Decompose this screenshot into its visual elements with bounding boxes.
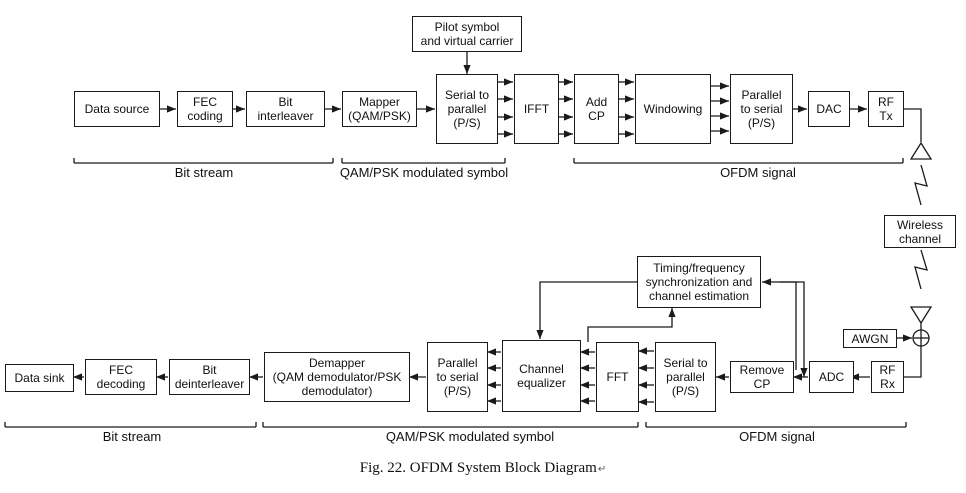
wireless-link-bottom [914,249,928,290]
mapper-block: Mapper (QAM/PSK) [342,91,417,127]
caption-text: Fig. 22. OFDM System Block Diagram [359,460,597,476]
rx-parallel-to-serial-block: Parallel to serial (P/S) [427,342,488,412]
ifft-block: IFFT [514,74,559,144]
rf-tx-block: RF Tx [868,91,904,127]
data-source-block: Data source [74,91,160,127]
awgn-block: AWGN [843,329,897,348]
arrows-ifft-to-addcp [558,78,573,138]
wireless-channel-block: Wireless channel [884,215,956,248]
rx-qam-label: QAM/PSK modulated symbol [385,429,555,444]
tx-parallel-to-serial-block: Parallel to serial (P/S) [730,74,793,144]
pilot-symbol-block: Pilot symbol and virtual carrier [412,16,522,52]
rx-antenna-icon [909,306,933,325]
data-sink-block: Data sink [5,364,74,392]
arrows-windowing-to-ps [710,82,729,135]
arrows-equalizer-to-ps [487,348,501,405]
tx-bit-stream-label: Bit stream [174,165,234,180]
rx-ofdm-label: OFDM signal [739,429,815,444]
bit-interleaver-block: Bit interleaver [246,91,325,127]
adder-icon [912,329,930,347]
rx-bracket-qam [262,422,639,428]
fec-decoding-block: FEC decoding [85,359,157,395]
figure-caption: Fig. 22. OFDM System Block Diagram↵ [0,460,966,477]
arrow-fft-to-timing [587,308,676,342]
arrows-addcp-to-windowing [618,78,634,138]
fft-block: FFT [596,342,639,412]
channel-equalizer-block: Channel equalizer [502,340,581,412]
rx-bit-stream-label: Bit stream [102,429,162,444]
arrow-timing-to-removecp [780,281,808,377]
rf-rx-block: RF Rx [871,361,904,393]
line-adder-to-rfrx [904,346,922,378]
wireless-link-top [914,164,928,206]
add-cp-block: Add CP [574,74,619,144]
rx-bracket-bit-stream [4,422,257,428]
fec-coding-block: FEC coding [177,91,233,127]
tx-qam-label: QAM/PSK modulated symbol [339,165,509,180]
paragraph-mark-icon: ↵ [597,464,607,475]
timing-sync-block: Timing/frequency synchronization and cha… [637,256,761,308]
tx-ofdm-label: OFDM signal [720,165,796,180]
dac-block: DAC [808,91,850,127]
tx-serial-to-parallel-block: Serial to parallel (P/S) [436,74,498,144]
tx-antenna-icon [909,141,933,160]
remove-cp-block: Remove CP [730,361,794,393]
rx-bracket-ofdm [645,422,907,428]
tx-bracket-bit-stream [73,158,334,164]
windowing-block: Windowing [635,74,711,144]
demapper-block: Demapper (QAM demodulator/PSK demodulato… [264,352,410,402]
rx-serial-to-parallel-block: Serial to parallel (P/S) [655,342,716,412]
tx-bracket-ofdm [573,158,904,164]
adc-block: ADC [809,361,854,393]
tx-bracket-qam [341,158,506,164]
line-rftx-to-antenna [904,108,922,142]
arrows-fft-to-equalizer [580,348,595,405]
arrows-sp-to-fft [638,347,654,406]
arrow-timing-to-equalizer [536,281,637,339]
arrows-sp-to-ifft [497,78,513,138]
bit-deinterleaver-block: Bit deinterleaver [169,359,250,395]
